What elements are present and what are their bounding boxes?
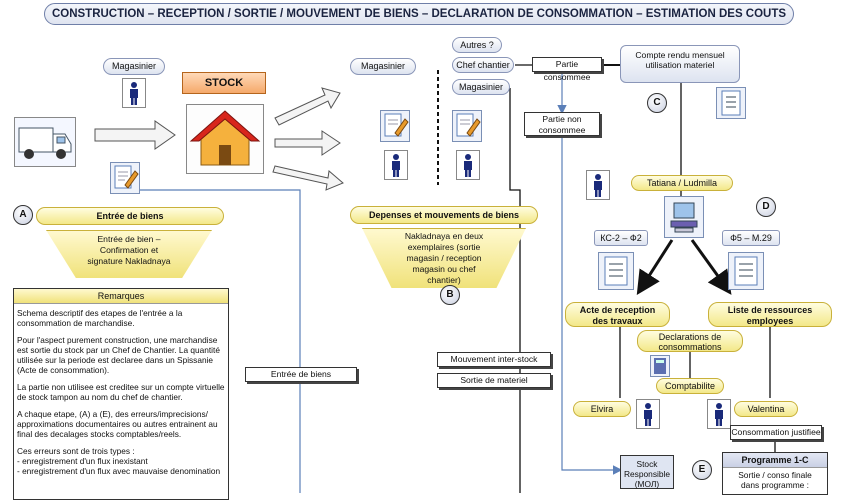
entree-de-biens-box: Entrée de biens: [245, 367, 357, 382]
valentina-label: Valentina: [734, 401, 798, 417]
acte-reception-text: Acte de reception des travaux: [579, 305, 656, 326]
remarks-paragraph: Schema descriptif des etapes de l'entrée…: [17, 308, 183, 328]
stock-to-middle-arrows: [272, 87, 344, 191]
magasinier-left-label: Magasinier: [103, 58, 165, 75]
document-checklist-icon: [598, 252, 634, 290]
tatiana-ludmilla-label: Tatiana / Ludmilla: [631, 175, 733, 191]
acte-reception-label: Acte de reception des travaux: [565, 302, 670, 327]
stock-responsible-box: Stock Responsible (МОЛ): [620, 455, 674, 489]
magasinier-middle-label: Magasinier: [350, 58, 416, 75]
step-d-marker: D: [756, 197, 776, 217]
comptabilite-label: Comptabilite: [656, 378, 724, 394]
page-title: CONSTRUCTION – RECEPTION / SORTIE / MOUV…: [44, 3, 794, 25]
partie-consommee-box: Partie consommee: [532, 57, 602, 82]
truck-to-stock-arrow: [94, 120, 176, 150]
programme-description: Sortie / conso finale dans programme :: [738, 470, 812, 490]
depenses-title: Depenses et mouvements de biens: [350, 206, 538, 224]
ks2-form-label: КС-2 – Ф2: [594, 230, 648, 246]
autres-label: Autres ?: [452, 37, 502, 53]
chef-chantier-label: Chef chantier: [452, 57, 514, 73]
step-c-marker: C: [647, 93, 667, 113]
document-checklist-icon: [728, 252, 764, 290]
remarks-paragraph: Ces erreurs sont de trois types : - enre…: [17, 446, 221, 476]
computer-icon: [664, 196, 704, 238]
document-edit-icon: [110, 162, 140, 194]
programme-box: Programme 1-C Sortie / conso finale dans…: [722, 452, 828, 495]
person-icon: [384, 150, 408, 180]
elvira-label: Elvira: [573, 401, 631, 417]
person-icon: [707, 399, 731, 429]
document-edit-icon: [452, 110, 482, 142]
compte-rendu-text: Compte rendu mensuel utilisation materie…: [635, 50, 725, 70]
compte-rendu-label: Compte rendu mensuel utilisation materie…: [620, 45, 740, 83]
step-a-marker: A: [13, 205, 33, 225]
sortie-de-materiel-box: Sortie de materiel: [437, 373, 551, 388]
remarks-paragraph: La partie non utilisee est creditee sur …: [17, 382, 225, 402]
consommation-justifiee-box: Consommation justifiee: [730, 425, 822, 440]
person-icon: [586, 170, 610, 200]
f5-form-label: Ф5 – М.29: [722, 230, 780, 246]
remarks-panel: Remarques Schema descriptif des etapes d…: [13, 288, 229, 500]
partie-non-consommee-box: Partie non consommee: [524, 112, 600, 136]
remarks-paragraph: Pour l'aspect purement construction, une…: [17, 335, 220, 375]
declarations-text: Declarations de consommations: [658, 332, 722, 352]
person-icon: [456, 150, 480, 180]
mouvement-inter-stock-box: Mouvement inter-stock: [437, 352, 551, 367]
depenses-description-text: Nakladnaya en deux exemplaires (sortie m…: [404, 231, 484, 285]
step-e-marker: E: [692, 460, 712, 480]
person-icon: [122, 78, 146, 108]
programme-title: Programme 1-C: [723, 453, 827, 468]
entree-flow-line: [140, 189, 301, 368]
remarks-body: Schema descriptif des etapes de l'entrée…: [14, 304, 228, 487]
entree-de-biens-title: Entrée de biens: [36, 207, 224, 225]
calculator-icon: [650, 355, 670, 377]
depenses-description: Nakladnaya en deux exemplaires (sortie m…: [362, 228, 526, 288]
remarks-paragraph: A chaque etape, (A) a (E), des erreurs/i…: [17, 409, 218, 439]
stock-label: STOCK: [182, 72, 266, 94]
house-icon: [186, 104, 264, 174]
declarations-label: Declarations de consommations: [637, 330, 743, 352]
liste-ressources-text: Liste de ressources employees: [727, 305, 813, 326]
truck-icon: [14, 117, 76, 167]
magasinier-right-label: Magasinier: [452, 79, 510, 95]
entree-description-text: Entrée de bien – Confirmation et signatu…: [87, 234, 171, 266]
liste-ressources-label: Liste de ressources employees: [708, 302, 832, 327]
step-b-marker: B: [440, 285, 460, 305]
document-edit-icon: [380, 110, 410, 142]
to-liste-arrow: [690, 239, 732, 295]
to-acte-arrow: [636, 239, 674, 296]
person-icon: [636, 399, 660, 429]
document-checklist-icon: [716, 87, 746, 119]
remarks-header: Remarques: [14, 289, 228, 304]
entree-description: Entrée de bien – Confirmation et signatu…: [46, 230, 212, 278]
